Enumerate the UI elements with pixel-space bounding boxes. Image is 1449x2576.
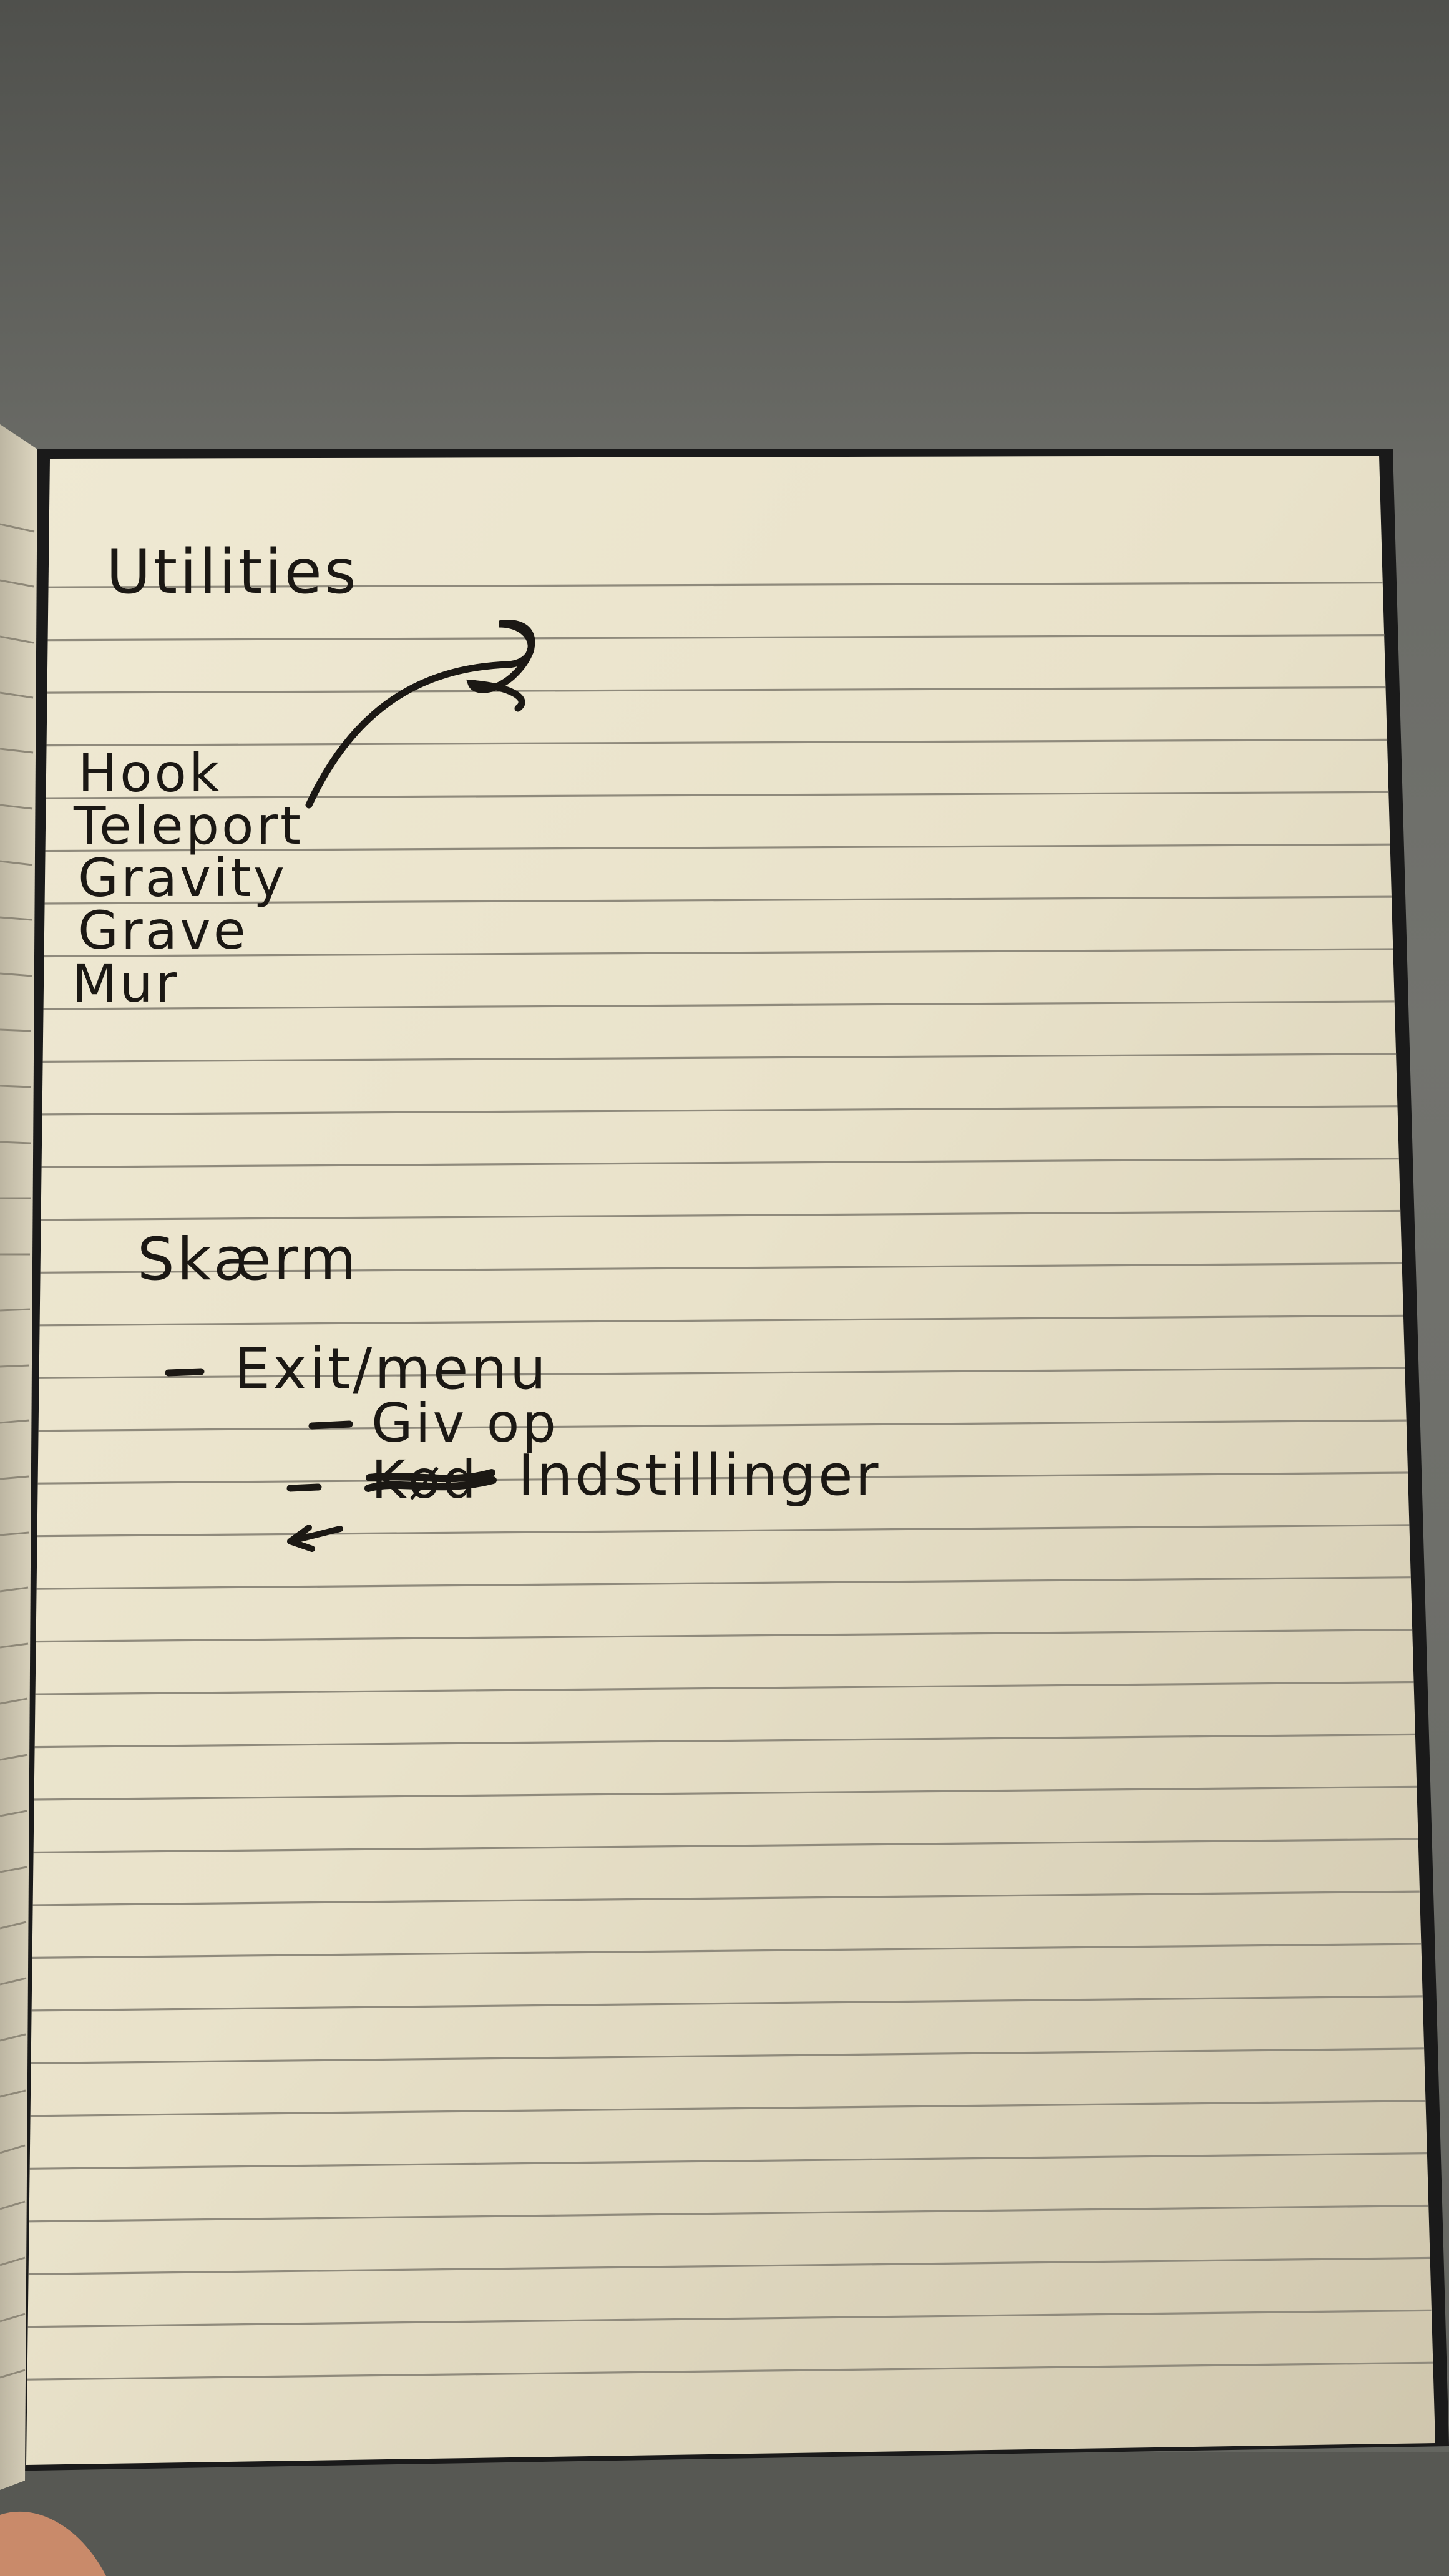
rule-line	[31, 2047, 1424, 2064]
rule-line	[44, 895, 1392, 905]
screen-item: Giv op	[371, 1392, 559, 1455]
rule-line	[41, 1209, 1401, 1221]
rule-line	[30, 2100, 1426, 2117]
rule-line	[33, 1838, 1418, 1854]
utility-item: Gravity	[78, 847, 287, 909]
screen-item: Indstillinger	[518, 1443, 881, 1508]
rule-line	[48, 582, 1383, 588]
utility-item: Mur	[72, 953, 179, 1014]
rule-line	[46, 791, 1389, 799]
utility-item: Grave	[78, 900, 248, 961]
rule-line	[34, 1733, 1415, 1749]
rule-line	[27, 2309, 1432, 2328]
small-arrow-mark	[287, 1525, 343, 1552]
rule-line	[42, 1053, 1397, 1063]
rule-line	[47, 686, 1386, 694]
rule-line	[36, 1629, 1413, 1643]
bullet-dash	[286, 1483, 322, 1492]
screen-item: Exit/menu	[234, 1335, 549, 1402]
rule-lines	[27, 582, 1433, 2381]
rule-line	[27, 2361, 1433, 2381]
rule-line	[40, 1262, 1402, 1274]
rule-line	[28, 2256, 1430, 2275]
screen-heading: Skærm	[137, 1226, 359, 1294]
rule-line	[29, 2204, 1428, 2223]
rule-line	[44, 948, 1393, 958]
left-page	[0, 424, 37, 2490]
utility-item: Teleport	[73, 795, 303, 856]
rule-line	[46, 738, 1388, 747]
rule-line	[41, 1158, 1399, 1168]
rule-line	[37, 1471, 1408, 1485]
rule-line	[31, 1995, 1423, 2012]
rule-line	[39, 1314, 1403, 1327]
rule-line	[47, 633, 1385, 642]
rule-line	[36, 1576, 1411, 1590]
paper-page	[26, 456, 1435, 2465]
rule-line	[42, 1105, 1398, 1116]
curved-arrow-doodle	[305, 620, 535, 809]
bullet-dash	[308, 1420, 353, 1430]
utilities-heading: Utilities	[106, 537, 359, 608]
table-surface	[0, 2452, 1449, 2576]
left-page-lines	[0, 523, 35, 2379]
finger	[0, 2511, 106, 2576]
rule-line	[39, 1367, 1405, 1379]
rule-line	[34, 1785, 1417, 1801]
rule-line	[35, 1681, 1414, 1695]
strikethrough-scribble	[364, 1469, 497, 1492]
rule-line	[45, 843, 1390, 852]
rule-line	[43, 1000, 1395, 1010]
rule-line	[32, 1890, 1420, 1906]
bullet-dash	[165, 1368, 205, 1377]
rule-line	[37, 1524, 1410, 1538]
rule-line	[38, 1419, 1407, 1432]
utility-item: Hook	[78, 743, 222, 804]
handwritten-notes: Utilities Hook Teleport Gravity Grave Mu…	[72, 537, 881, 1552]
rule-line	[29, 2152, 1427, 2170]
rule-line	[32, 1943, 1422, 1959]
